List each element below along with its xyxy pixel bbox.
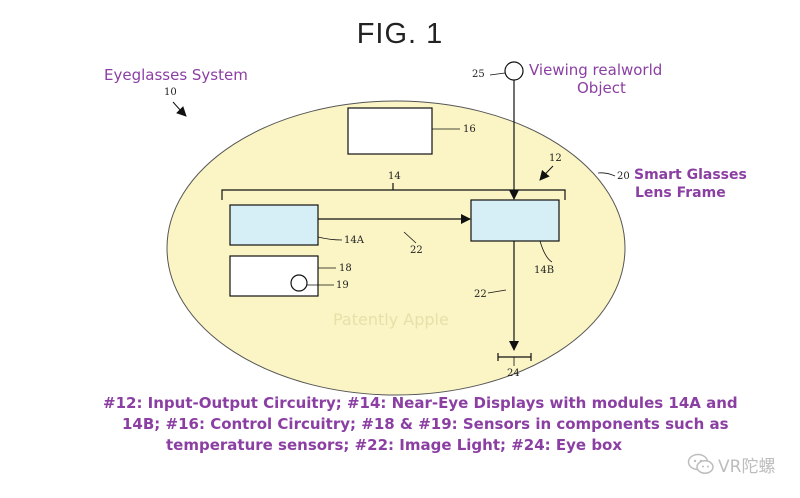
leader-14b <box>539 240 553 263</box>
realworld-object-circle <box>504 61 524 81</box>
display-module-14b <box>470 199 560 242</box>
ref-25: 25 <box>472 69 485 80</box>
leader-14a <box>317 236 343 241</box>
leader-20 <box>597 172 616 177</box>
caption-line-2: 14B; #16: Control Circuitry; #18 & #19: … <box>122 415 729 433</box>
figure-title: FIG. 1 <box>356 18 444 50</box>
ref-18: 18 <box>339 263 352 274</box>
pointer-arrow-10 <box>172 101 187 117</box>
control-circuitry-box <box>347 107 433 155</box>
frame-label-line1: Smart Glasses <box>634 167 747 183</box>
leader-25 <box>489 72 506 76</box>
ref-12: 12 <box>549 153 562 164</box>
ref-20: 20 <box>617 171 630 182</box>
ref-10: 10 <box>164 87 177 98</box>
wechat-logo-icon <box>687 453 714 474</box>
patently-apple-watermark: Patently Apple <box>333 310 449 329</box>
ref-14a: 14A <box>344 235 364 246</box>
ref-22-vertical: 22 <box>474 289 487 300</box>
ref-22-horizontal: 22 <box>410 245 423 256</box>
pointer-arrow-12 <box>539 165 554 181</box>
object-label-line2: Object <box>577 79 626 97</box>
leader-22a <box>403 231 417 244</box>
ref-19: 19 <box>336 280 349 291</box>
sensor-box-18 <box>229 255 319 297</box>
lens-frame-ellipse <box>166 100 626 396</box>
leader-22b <box>487 289 507 294</box>
eye-box-24 <box>497 353 532 361</box>
system-label: Eyeglasses System <box>104 66 248 84</box>
ref-16: 16 <box>463 124 476 135</box>
ref-24: 24 <box>507 368 520 379</box>
brand-watermark-text: VR陀螺 <box>718 457 776 477</box>
caption-line-3: temperature sensors; #22: Image Light; #… <box>166 436 623 454</box>
ref-14: 14 <box>388 171 401 182</box>
display-module-14a <box>229 204 319 246</box>
caption-line-1: #12: Input-Output Circuitry; #14: Near-E… <box>103 394 738 412</box>
ref-14b: 14B <box>534 265 555 276</box>
object-label-line1: Viewing realworld <box>529 61 663 79</box>
frame-label-line2: Lens Frame <box>635 185 726 201</box>
sensor-19-circle <box>290 274 308 292</box>
brace-14 <box>221 183 566 200</box>
